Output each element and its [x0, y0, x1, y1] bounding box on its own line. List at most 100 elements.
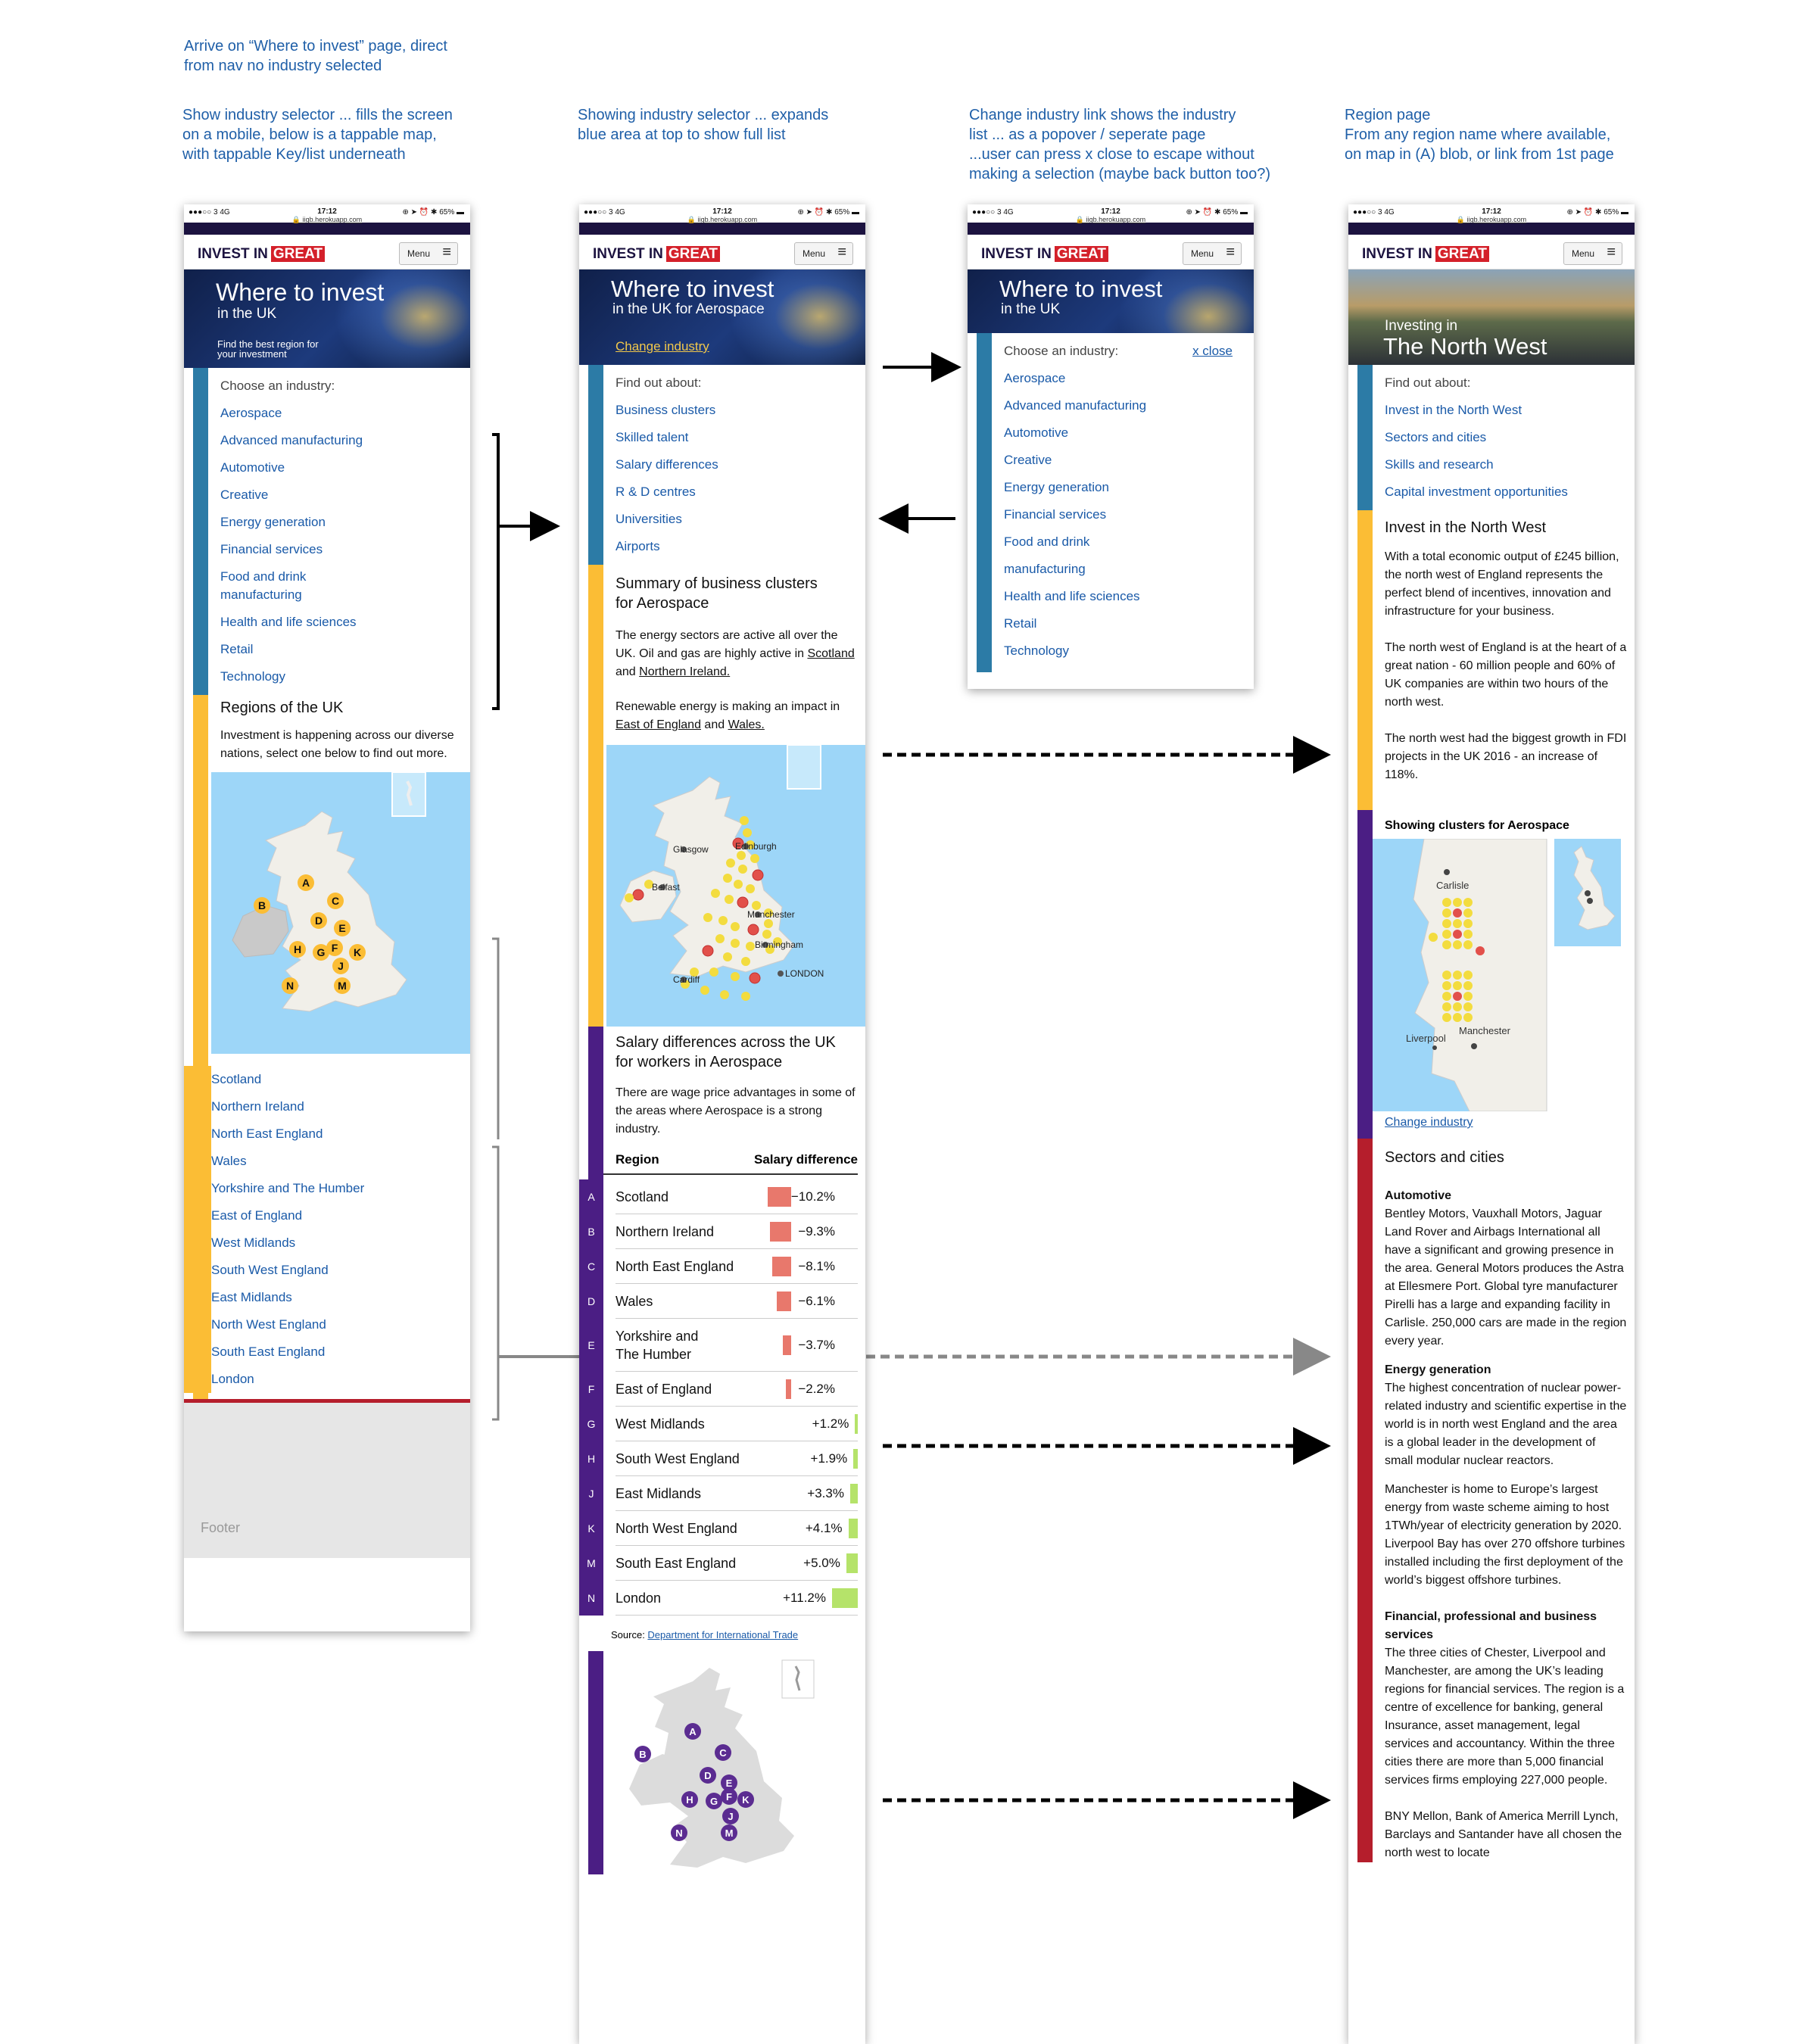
industry-link[interactable]: Food and drink manufacturing [220, 569, 307, 602]
region-marker[interactable]: A [298, 874, 314, 891]
region-marker[interactable]: B [634, 1746, 651, 1762]
industry-link[interactable]: Aerospace [220, 406, 282, 420]
region-marker[interactable]: F [721, 1788, 737, 1805]
region-marker[interactable]: D [700, 1767, 716, 1784]
close-button[interactable]: x close [1192, 344, 1233, 358]
find-out-link[interactable]: Skills and research [1385, 457, 1494, 472]
region-marker[interactable]: J [332, 958, 349, 974]
menu-button[interactable]: Menu [1183, 241, 1242, 265]
region-marker[interactable]: B [254, 897, 270, 914]
industry-link[interactable]: Financial services [220, 542, 323, 556]
industry-link[interactable]: Advanced manufacturing [1004, 398, 1147, 413]
region-marker[interactable]: A [684, 1723, 701, 1740]
dit-source-link[interactable]: Department for International Trade [647, 1629, 799, 1640]
region-marker[interactable]: K [349, 944, 366, 961]
region-key-label[interactable]: East Midlands [211, 1290, 292, 1304]
region-marker[interactable]: C [715, 1744, 731, 1761]
industry-link[interactable]: Energy generation [1004, 480, 1109, 494]
industry-link[interactable]: Technology [1004, 643, 1070, 658]
scotland-link[interactable]: Scotland [807, 647, 855, 660]
region-key-label[interactable]: East of England [211, 1208, 303, 1223]
industry-link[interactable]: Advanced manufacturing [220, 433, 363, 447]
region-marker[interactable]: H [681, 1791, 698, 1808]
north-west-map[interactable]: Carlisle Liverpool Manchester [1371, 839, 1621, 1111]
industry-link[interactable]: Aerospace [1004, 371, 1066, 385]
region-marker[interactable]: G [706, 1793, 722, 1809]
region-marker[interactable]: N [671, 1824, 687, 1841]
find-out-link[interactable]: R & D centres [616, 485, 696, 499]
region-key-label[interactable]: London [211, 1372, 254, 1386]
menu-button[interactable]: Menu [399, 241, 458, 265]
region-marker[interactable]: K [737, 1791, 754, 1808]
region-marker[interactable]: M [334, 977, 351, 994]
find-out-link[interactable]: Business clusters [616, 403, 716, 417]
industry-link[interactable]: Creative [1004, 453, 1052, 467]
find-out-link[interactable]: Capital investment opportunities [1385, 485, 1568, 499]
region-marker[interactable]: M [721, 1824, 737, 1841]
region-key-label[interactable]: Scotland [211, 1072, 262, 1086]
find-out-link[interactable]: Sectors and cities [1385, 430, 1487, 444]
region-key-label[interactable]: North West England [211, 1317, 326, 1332]
menu-button[interactable]: Menu [794, 241, 853, 265]
industry-link[interactable]: Automotive [1004, 425, 1069, 440]
menu-button[interactable]: Menu [1563, 241, 1622, 265]
region-marker[interactable]: N [282, 977, 298, 994]
region-key-label[interactable]: Yorkshire and The Humber [211, 1181, 365, 1195]
region-key-label[interactable]: South West England [211, 1263, 329, 1277]
find-out-link[interactable]: Airports [616, 539, 660, 553]
region-marker[interactable]: H [289, 941, 306, 958]
industry-link[interactable]: Retail [1004, 616, 1037, 631]
find-out-link[interactable]: Skilled talent [616, 430, 689, 444]
region-marker[interactable]: C [327, 893, 344, 909]
change-industry-link[interactable]: Change industry [1385, 1116, 1473, 1129]
region-key-label[interactable]: North East England [211, 1126, 323, 1141]
find-out-link[interactable]: Universities [616, 512, 682, 526]
industry-link[interactable]: Health and life sciences [220, 615, 357, 629]
region-marker[interactable]: G [313, 944, 329, 961]
region-key-label[interactable]: South East England [211, 1344, 326, 1359]
industry-link[interactable]: Creative [220, 488, 269, 502]
industry-link[interactable]: Retail [220, 642, 254, 656]
region-key-label[interactable]: Northern Ireland [211, 1099, 304, 1114]
region-key-label[interactable]: West Midlands [211, 1235, 296, 1250]
region-marker[interactable]: D [310, 912, 327, 929]
industry-link[interactable]: Technology [220, 669, 286, 684]
industry-link[interactable]: Health and life sciences [1004, 589, 1140, 603]
change-industry-link[interactable]: Change industry [616, 339, 709, 354]
industry-link[interactable]: Energy generation [220, 515, 326, 529]
region-marker[interactable]: E [334, 920, 351, 936]
find-out-link[interactable]: Invest in the North West [1385, 403, 1522, 417]
industry-link[interactable]: Financial services [1004, 507, 1107, 522]
wales-link[interactable]: Wales. [728, 718, 765, 731]
region-marker[interactable]: F [326, 939, 343, 956]
